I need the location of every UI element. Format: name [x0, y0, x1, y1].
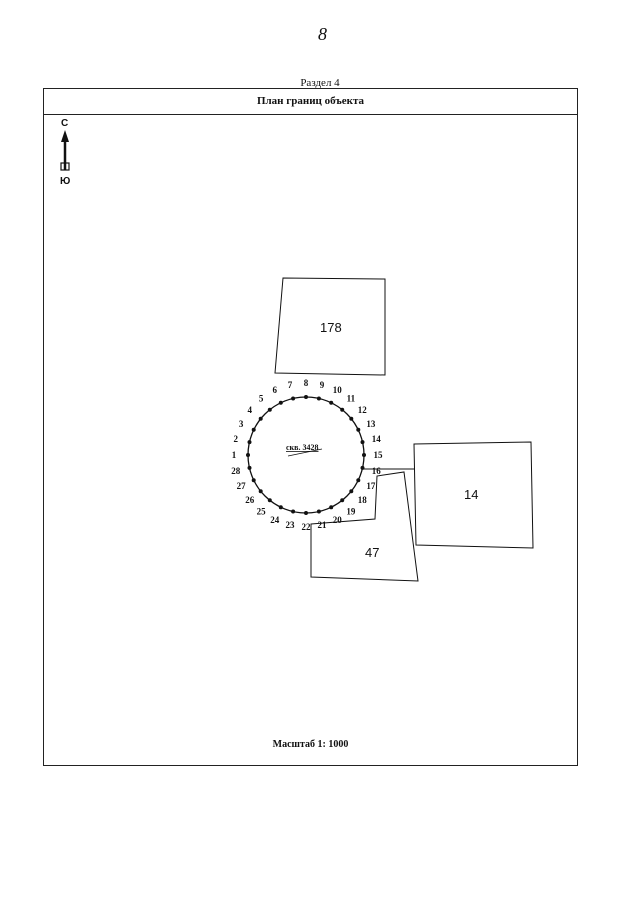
boundary-point-21: [316, 509, 321, 514]
parcel-14-label: 14: [464, 487, 478, 502]
page-number: 8: [318, 24, 327, 44]
boundary-point-label-1: 1: [232, 450, 237, 460]
boundary-point-label-5: 5: [259, 394, 264, 404]
south-label: Ю: [60, 176, 70, 187]
boundary-point-label-26: 26: [245, 495, 255, 505]
north-arrow-head: [61, 130, 69, 142]
boundary-point-10: [329, 400, 334, 405]
feature-pointer: [287, 448, 323, 457]
parcel-47-label: 47: [365, 545, 379, 560]
boundary-point-label-9: 9: [320, 380, 325, 390]
feature-label: скв. 3428: [286, 443, 318, 452]
scale-label: Масштаб 1: 1000: [272, 739, 349, 750]
boundary-point-label-4: 4: [247, 405, 252, 415]
boundary-point-14: [360, 440, 365, 445]
boundary-point-label-25: 25: [257, 506, 267, 516]
boundary-point-label-24: 24: [270, 515, 280, 525]
boundary-point-25: [267, 498, 272, 503]
boundary-point-label-7: 7: [288, 380, 293, 390]
boundary-point-label-6: 6: [273, 385, 278, 395]
boundary-point-label-20: 20: [333, 515, 343, 525]
boundary-point-label-27: 27: [237, 481, 247, 491]
boundary-point-16: [360, 465, 365, 470]
boundary-point-2: [247, 440, 252, 445]
boundary-point-11: [340, 407, 345, 412]
boundary-point-24: [278, 505, 283, 510]
boundary-point-label-3: 3: [239, 419, 244, 429]
boundary-point-26: [258, 489, 263, 494]
boundary-point-17: [356, 478, 361, 483]
plan-frame: План границ объекта Масштаб 1: 1000: [43, 88, 578, 766]
boundary-point-label-15: 15: [374, 450, 384, 460]
boundary-point-label-22: 22: [302, 522, 312, 532]
boundary-point-12: [349, 416, 354, 421]
boundary-point-27: [251, 478, 256, 483]
north-arrow: С Ю: [60, 118, 70, 187]
section-label: Раздел 4: [300, 77, 340, 89]
boundary-point-label-23: 23: [286, 520, 296, 530]
parcel-178: [274, 277, 386, 376]
boundary-point-28: [247, 465, 252, 470]
boundary-point-label-10: 10: [333, 385, 343, 395]
boundary-point-23: [291, 509, 296, 514]
boundary-point-15: [362, 453, 366, 457]
boundary-point-label-19: 19: [346, 506, 356, 516]
boundary-point-19: [340, 498, 345, 503]
boundary-point-22: [304, 511, 308, 515]
boundary-point-label-12: 12: [358, 405, 368, 415]
north-arrow-base: [60, 162, 70, 171]
boundary-point-label-14: 14: [372, 434, 382, 444]
boundary-point-label-8: 8: [304, 378, 309, 388]
parcel-47: [310, 471, 419, 582]
boundary-point-label-28: 28: [231, 466, 241, 476]
boundary-point-label-16: 16: [372, 466, 382, 476]
boundary-point-label-18: 18: [358, 495, 368, 505]
boundary-point-label-11: 11: [347, 394, 356, 404]
parcel-14: [413, 441, 534, 549]
boundary-point-label-2: 2: [234, 434, 239, 444]
boundary-point-label-17: 17: [366, 481, 376, 491]
boundary-point-4: [258, 416, 263, 421]
boundary-circle: [247, 396, 365, 514]
boundary-point-3: [251, 427, 256, 432]
boundary-point-13: [356, 427, 361, 432]
boundary-point-7: [291, 396, 296, 401]
boundary-point-6: [278, 400, 283, 405]
boundary-point-label-13: 13: [366, 419, 376, 429]
north-label: С: [61, 118, 68, 129]
plan-title: План границ объекта: [44, 89, 577, 115]
boundary-point-20: [329, 505, 334, 510]
boundary-point-5: [267, 407, 272, 412]
boundary-point-18: [349, 489, 354, 494]
boundary-point-1: [246, 453, 250, 457]
parcel-178-label: 178: [320, 320, 342, 335]
boundary-point-9: [316, 396, 321, 401]
boundary-point-label-21: 21: [318, 520, 328, 530]
boundary-point-8: [304, 395, 308, 399]
